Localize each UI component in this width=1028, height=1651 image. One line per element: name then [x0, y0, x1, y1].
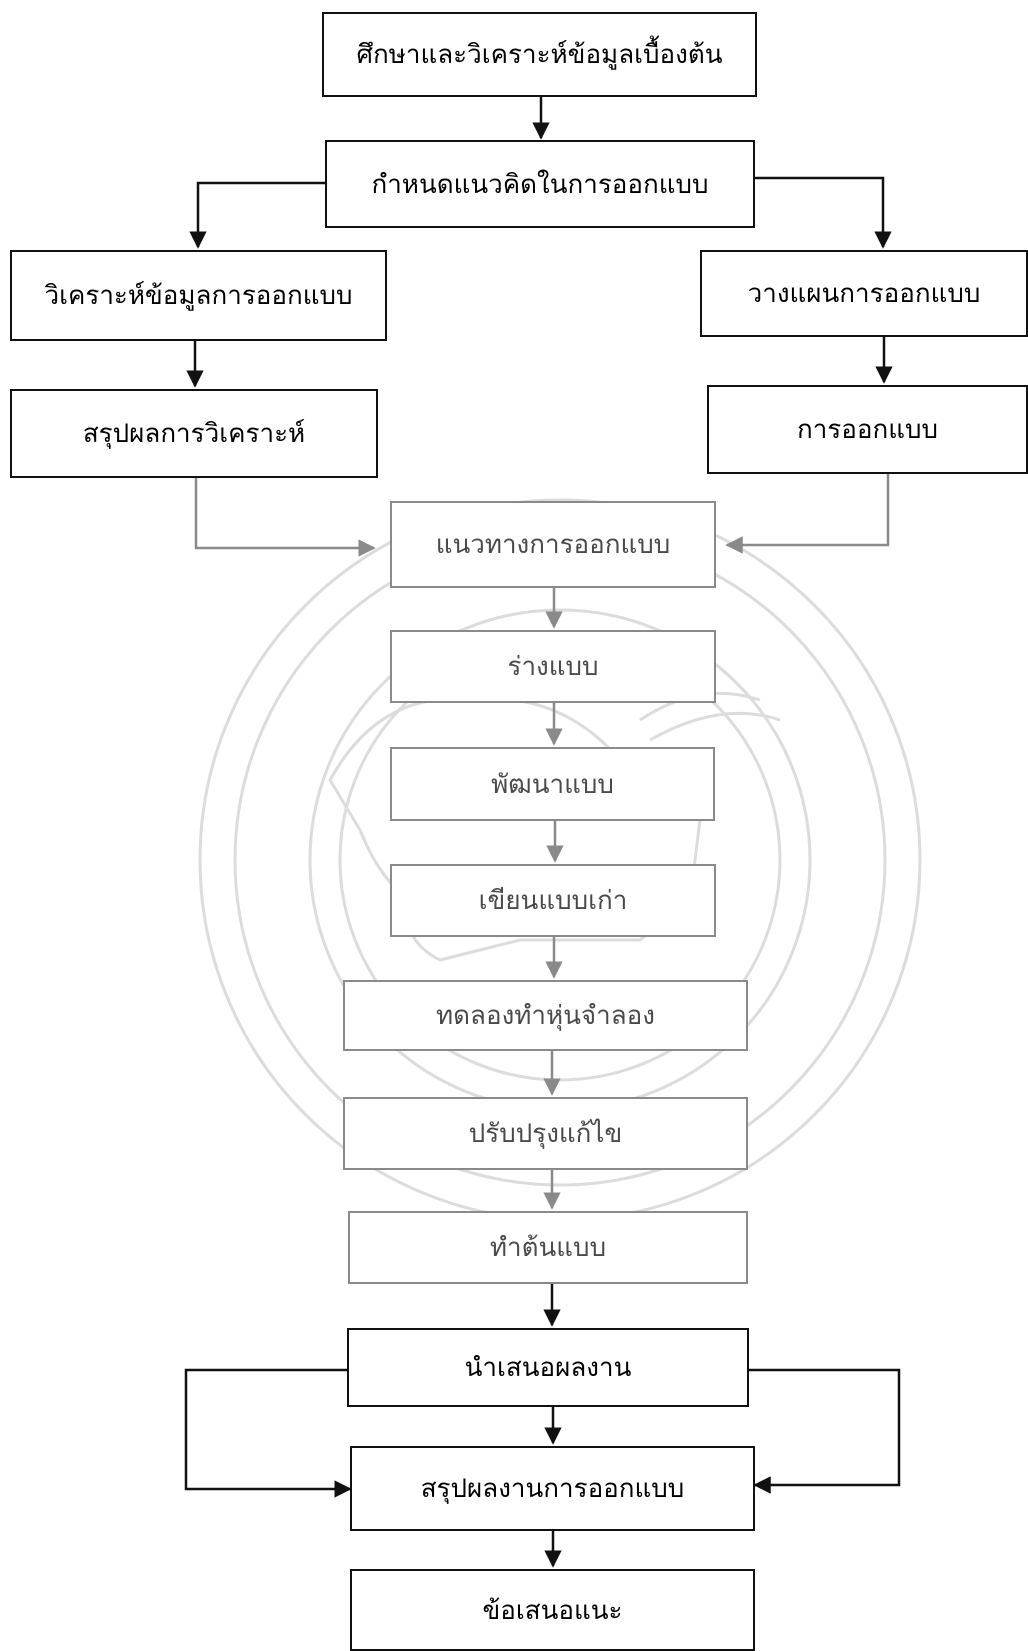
arrow-s10-s11-right-loop [749, 1368, 901, 1494]
step-develop: พัฒนาแบบ [390, 747, 715, 821]
step-sketch: ร่างแบบ [390, 630, 716, 703]
step-present-work: นำเสนอผลงาน [347, 1328, 749, 1407]
arrow-left2-s3 [194, 478, 376, 557]
arrow-s10-s11-left-loop [184, 1368, 352, 1498]
step-analyze-design-data: วิเคราะห์ข้อมูลการออกแบบ [10, 250, 387, 341]
arrow-s2-right1 [755, 176, 892, 249]
step-suggestions: ข้อเสนอแนะ [350, 1569, 755, 1651]
step-summarize-work: สรุปผลงานการออกแบบ [350, 1446, 755, 1531]
step-plan-design: วางแผนการออกแบบ [700, 250, 1028, 337]
step-make-prototype: ทำต้นแบบ [348, 1211, 748, 1284]
arrow-s2-left1 [189, 181, 325, 249]
step-summarize-analysis: สรุปผลการวิเคราะห์ [10, 389, 378, 478]
arrow-right2-s3 [725, 474, 890, 554]
step-study-analyze-data: ศึกษาและวิเคราะห์ข้อมูลเบื้องต้น [322, 12, 757, 97]
step-draw-plan: เขียนแบบเก่า [390, 864, 716, 937]
step-design: การออกแบบ [707, 385, 1028, 474]
step-prototype-model: ทดลองทำหุ่นจำลอง [343, 980, 748, 1051]
step-revise: ปรับปรุงแก้ไข [343, 1097, 748, 1170]
step-define-concept: กำหนดแนวคิดในการออกแบบ [325, 140, 755, 228]
step-design-guideline: แนวทางการออกแบบ [390, 501, 716, 588]
